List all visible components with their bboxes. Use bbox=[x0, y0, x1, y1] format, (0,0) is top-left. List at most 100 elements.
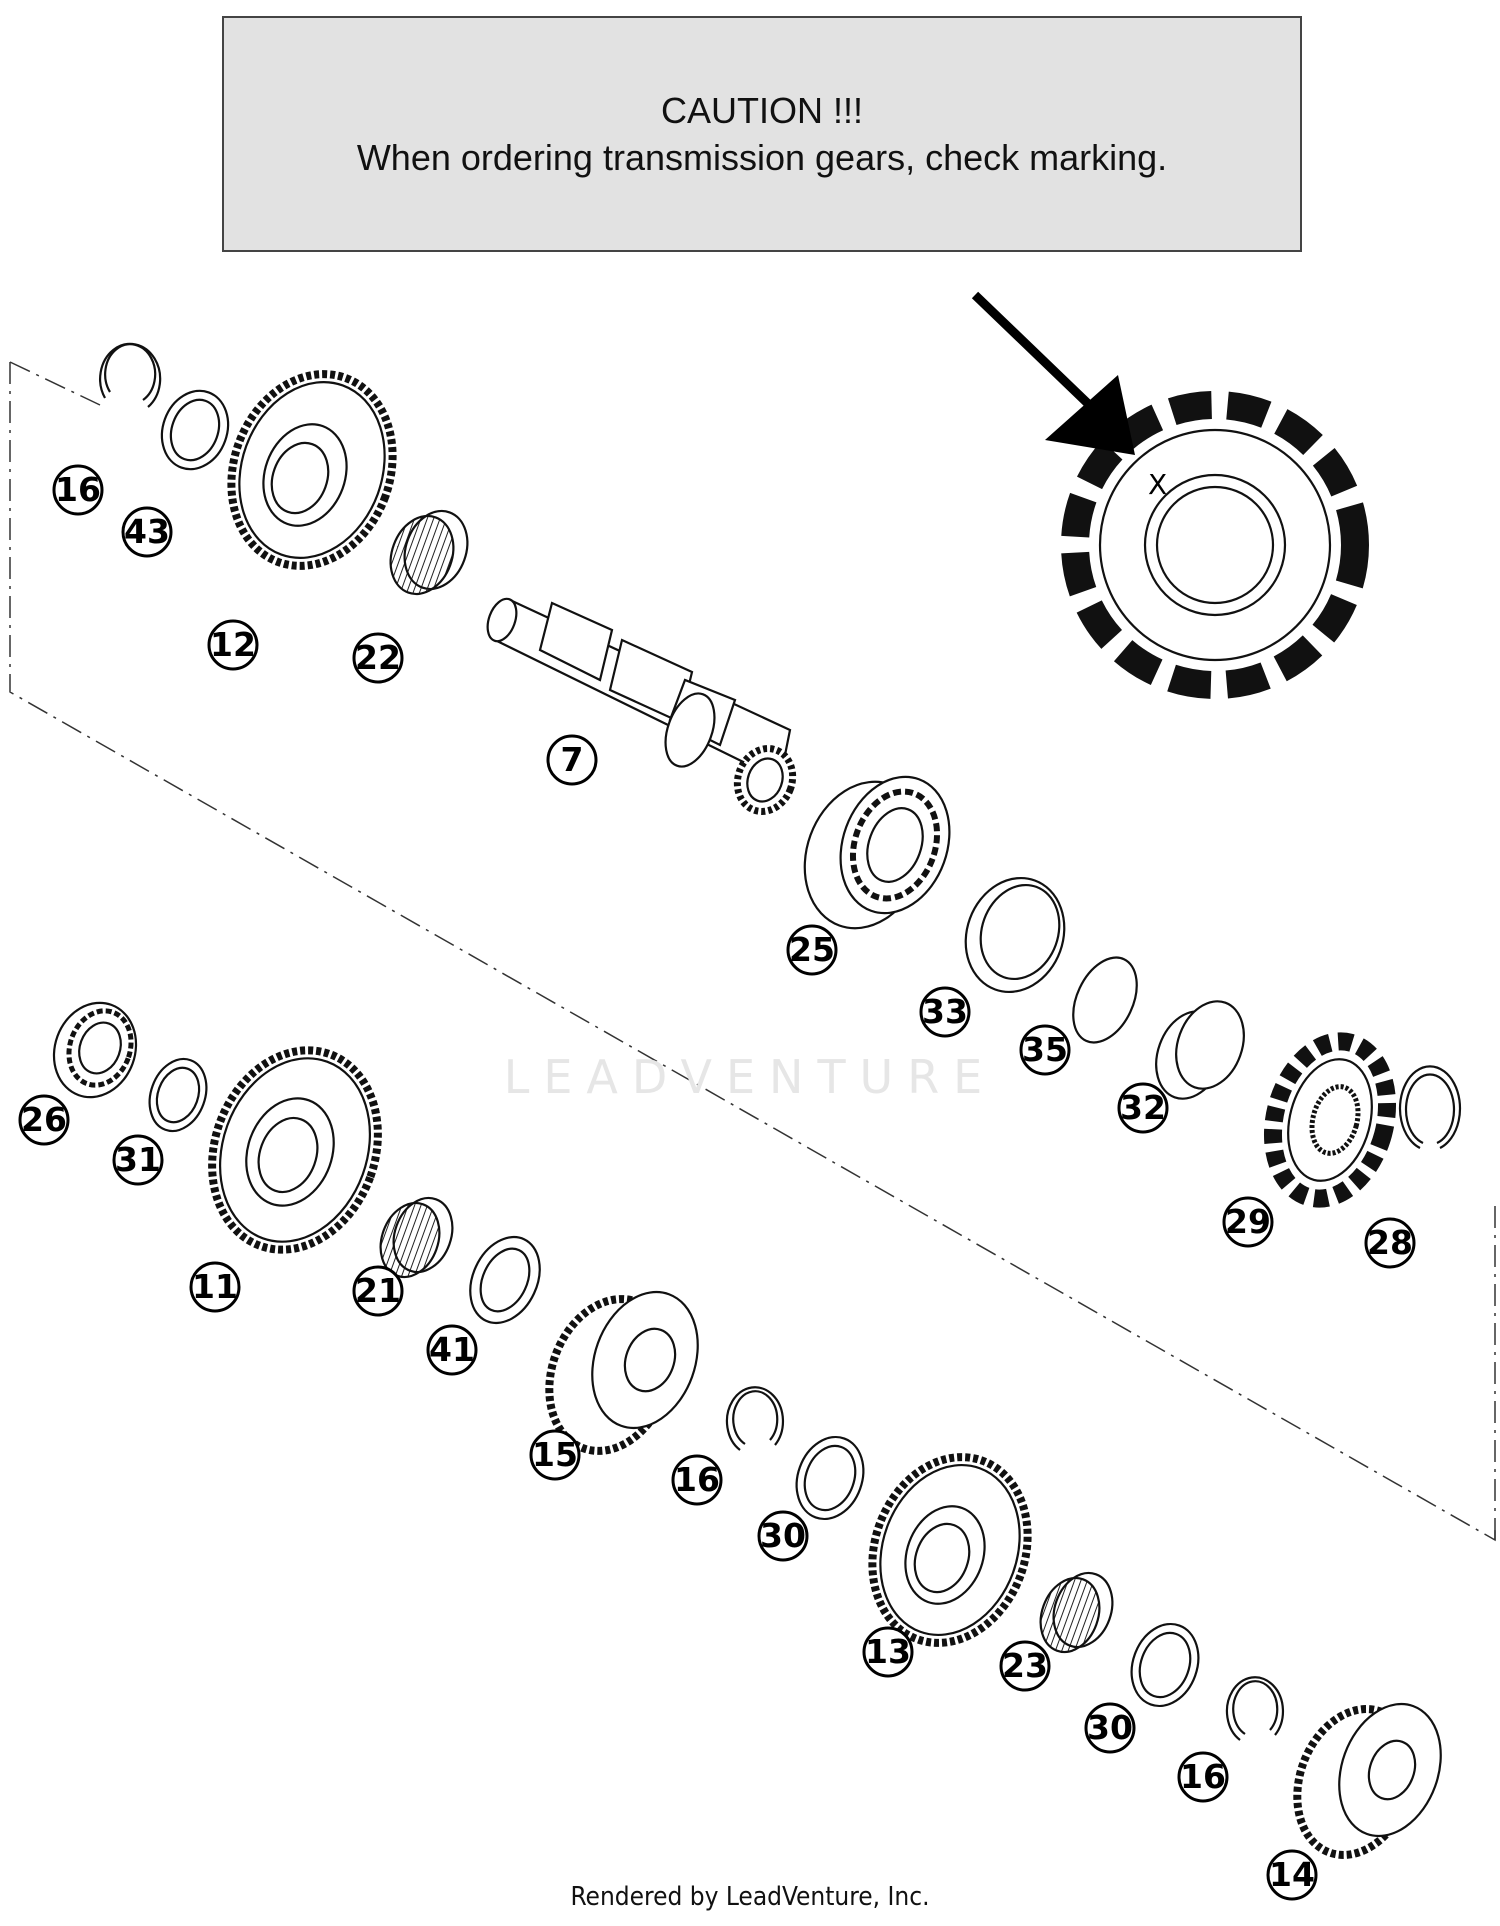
callout-circle bbox=[207, 619, 259, 671]
callout-circle bbox=[546, 734, 598, 786]
caution-message: When ordering transmission gears, check … bbox=[356, 137, 1168, 178]
callout-43: 43 bbox=[121, 506, 173, 558]
callout-label: 16 bbox=[1180, 1757, 1226, 1796]
needle-bearing-22 bbox=[389, 509, 469, 596]
watermark: LEADVENTURE bbox=[503, 1050, 997, 1104]
callout-15: 15 bbox=[529, 1429, 581, 1481]
ball-bearing-26 bbox=[52, 1001, 138, 1099]
callout-circle bbox=[919, 986, 971, 1038]
callout-label: 35 bbox=[1022, 1030, 1068, 1069]
callout-label: 23 bbox=[1002, 1646, 1048, 1685]
callout-circle bbox=[52, 464, 104, 516]
callout-11: 11 bbox=[189, 1261, 241, 1313]
callout-circle bbox=[352, 632, 404, 684]
callout-label: 16 bbox=[55, 470, 101, 509]
callout-circle bbox=[189, 1261, 241, 1313]
callout-circle bbox=[1266, 1849, 1318, 1901]
callout-label: 29 bbox=[1225, 1202, 1271, 1241]
callout-21: 21 bbox=[352, 1265, 404, 1317]
callout-label: 16 bbox=[674, 1460, 720, 1499]
callout-circle bbox=[352, 1265, 404, 1317]
callout-circle bbox=[1019, 1024, 1071, 1076]
circlip-28 bbox=[1398, 1065, 1462, 1149]
thrust-washer-31 bbox=[148, 1057, 208, 1133]
callout-label: 43 bbox=[124, 512, 170, 551]
callout-label: 7 bbox=[561, 740, 584, 779]
callout-32: 32 bbox=[1117, 1082, 1169, 1134]
callout-41: 41 bbox=[426, 1324, 478, 1376]
callout-30-a: 30 bbox=[757, 1510, 809, 1562]
thrust-washer-30b bbox=[1130, 1622, 1200, 1708]
callout-label: 15 bbox=[532, 1435, 578, 1474]
callout-35: 35 bbox=[1019, 1024, 1071, 1076]
callout-22: 22 bbox=[352, 632, 404, 684]
thrust-washer-43 bbox=[160, 389, 230, 471]
callout-label: 31 bbox=[115, 1140, 161, 1179]
callout-13: 13 bbox=[862, 1626, 914, 1678]
callout-29: 29 bbox=[1222, 1196, 1274, 1248]
callout-group: 16 43 12 22 7 25 33 35 32 29 28 26 31 11 21 41 15 16 30 13 2… bbox=[18, 464, 1416, 1901]
callout-14: 14 bbox=[1266, 1849, 1318, 1901]
callout-circle bbox=[786, 924, 838, 976]
main-shaft-7 bbox=[486, 597, 797, 815]
callout-circle bbox=[757, 1510, 809, 1562]
callout-circle bbox=[1222, 1196, 1274, 1248]
gear-14 bbox=[1293, 1702, 1442, 1859]
callout-circle bbox=[18, 1094, 70, 1146]
callout-28: 28 bbox=[1364, 1217, 1416, 1269]
callout-label: 11 bbox=[192, 1267, 238, 1306]
callout-circle bbox=[426, 1324, 478, 1376]
footer-credit: Rendered by LeadVenture, Inc. bbox=[570, 1882, 930, 1912]
callout-circle bbox=[1177, 1751, 1229, 1803]
assembly-boundary bbox=[9, 361, 1496, 1542]
callout-label: 33 bbox=[922, 992, 968, 1031]
gear-13 bbox=[868, 1453, 1032, 1647]
needle-bearing-21 bbox=[379, 1196, 454, 1279]
callout-26: 26 bbox=[18, 1094, 70, 1146]
callout-23: 23 bbox=[999, 1640, 1051, 1692]
marking-x: X bbox=[1148, 468, 1167, 501]
callout-31: 31 bbox=[112, 1134, 164, 1186]
callout-label: 13 bbox=[865, 1632, 911, 1671]
callout-16-b: 16 bbox=[671, 1454, 723, 1506]
callout-12: 12 bbox=[207, 619, 259, 671]
callout-circle bbox=[529, 1429, 581, 1481]
callout-label: 26 bbox=[21, 1100, 67, 1139]
callout-label: 30 bbox=[1087, 1708, 1133, 1747]
arrow-icon bbox=[971, 291, 1135, 455]
callout-7: 7 bbox=[546, 734, 598, 786]
circlip-16b bbox=[725, 1386, 784, 1451]
callout-circle bbox=[1364, 1217, 1416, 1269]
caution-title: CAUTION !!! bbox=[660, 90, 863, 131]
callout-25: 25 bbox=[786, 924, 838, 976]
spacer-sleeve-32 bbox=[1155, 1000, 1245, 1100]
callout-circle bbox=[112, 1134, 164, 1186]
sprocket-29 bbox=[1263, 1032, 1397, 1208]
callout-circle bbox=[862, 1626, 914, 1678]
callout-circle bbox=[121, 506, 173, 558]
callout-label: 14 bbox=[1269, 1855, 1315, 1894]
needle-bearing-23 bbox=[1039, 1571, 1114, 1654]
callout-circle bbox=[1117, 1082, 1169, 1134]
callout-label: 22 bbox=[355, 638, 401, 677]
caution-box: CAUTION !!! When ordering transmission g… bbox=[222, 16, 1302, 252]
callout-circle bbox=[1084, 1702, 1136, 1754]
callout-label: 32 bbox=[1120, 1088, 1166, 1127]
thrust-washer-30a bbox=[795, 1435, 865, 1521]
callout-16-c: 16 bbox=[1177, 1751, 1229, 1803]
callout-label: 21 bbox=[355, 1271, 401, 1310]
circlip-16a bbox=[99, 342, 162, 408]
callout-label: 12 bbox=[210, 625, 256, 664]
callout-30-b: 30 bbox=[1084, 1702, 1136, 1754]
circlip-16c bbox=[1225, 1676, 1284, 1741]
o-ring-35 bbox=[1072, 956, 1138, 1044]
callout-16-a: 16 bbox=[52, 464, 104, 516]
callout-label: 25 bbox=[789, 930, 835, 969]
callout-label: 30 bbox=[760, 1516, 806, 1555]
thrust-washer-41 bbox=[469, 1235, 541, 1325]
gear-marking-detail bbox=[1061, 391, 1369, 699]
gear-11 bbox=[208, 1046, 382, 1254]
callout-circle bbox=[671, 1454, 723, 1506]
gear-15 bbox=[545, 1290, 699, 1455]
